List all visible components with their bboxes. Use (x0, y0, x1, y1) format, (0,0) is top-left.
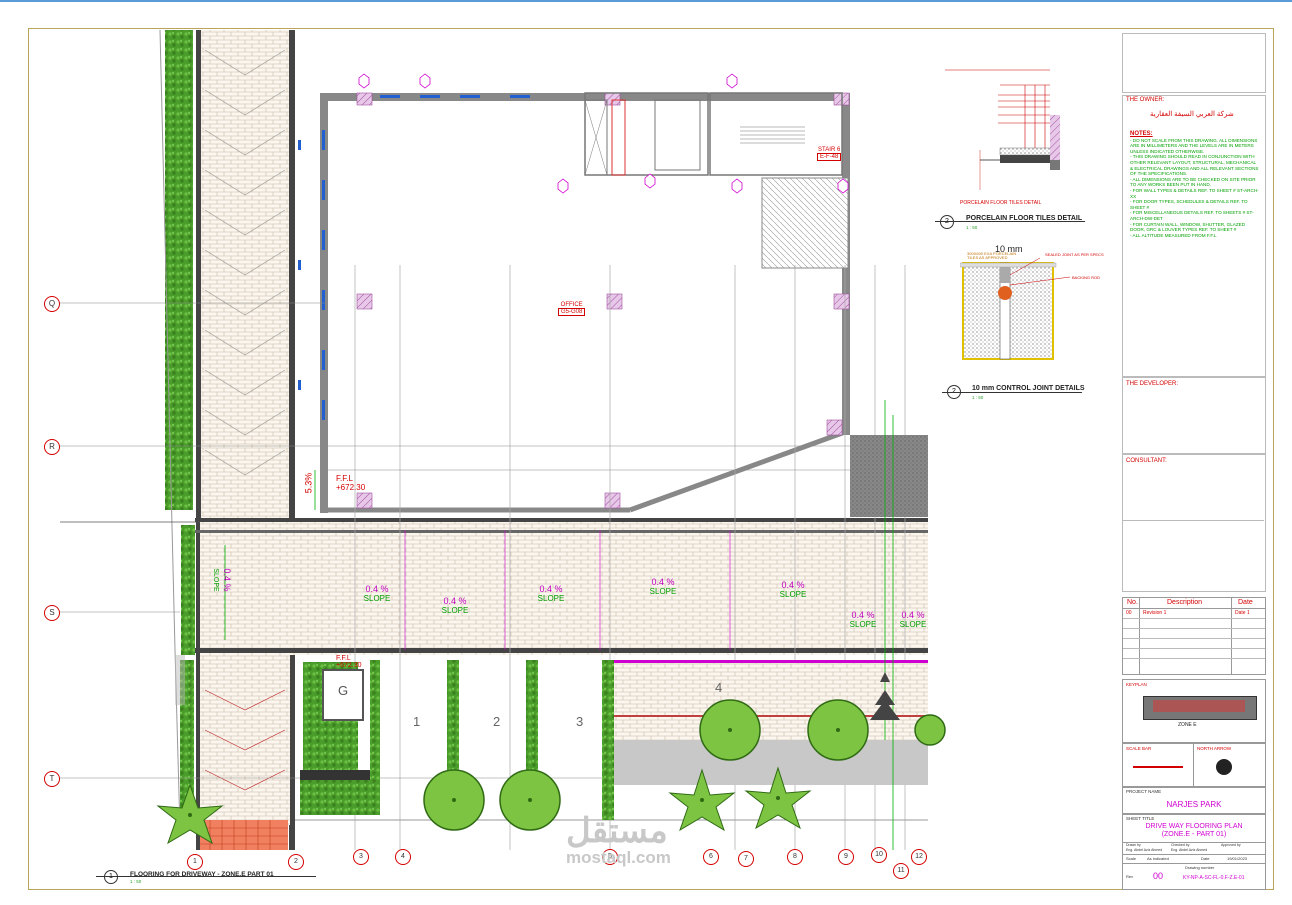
revisions-table: No. Description Date 00 Revision 1 Date … (1122, 597, 1266, 675)
grid-bubble-5: 5 (602, 849, 618, 865)
rev-row-desc: Revision 1 (1143, 610, 1167, 616)
main-view-title: FLOORING FOR DRIVEWAY - ZONE.E PART 01 (130, 871, 274, 878)
detail2-note2: BACKING ROD (1072, 275, 1101, 280)
rev-header-no: No. (1127, 599, 1138, 606)
parking-number-3: 3 (576, 714, 584, 729)
project-name: NARJES PARK (1166, 800, 1222, 809)
drawn-by: Eng. Abdel Aziz Ahmed (1126, 848, 1163, 852)
north-arrow-label: NORTH ARROW (1197, 746, 1232, 751)
rev-row-date: Date 1 (1235, 610, 1250, 616)
note-1: - DO NOT SCALE FROM THIS DRAWING. ALL DI… (1130, 137, 1258, 154)
scale-value: As indicated (1147, 856, 1169, 861)
note-3: - ALL DIMENSIONS ARE TO BE CHECKED ON SI… (1130, 176, 1256, 188)
approved-by-label: Approved by (1221, 843, 1241, 847)
hedge-strip-left (165, 30, 193, 510)
grid-bubble-9: 9 (838, 849, 854, 865)
slope-label-1: 0.4 %SLOPE (363, 584, 391, 603)
project-name-label: PROJECT NAME (1126, 789, 1162, 794)
grid-bubble-6: 6 (703, 849, 719, 865)
rev-header-desc: Description (1167, 599, 1203, 606)
slope-label-5: 0.4 %SLOPE (779, 580, 807, 599)
window-top-border (0, 0, 1292, 2)
detail2-note3: 300X600 EXA PORCELAIN TILES AS APPROVED (967, 251, 1017, 261)
note-5: - FOR DOOR TYPES, SCHEDULES & DETAILS RE… (1130, 199, 1248, 210)
ramp-slope-label: 5.3% (303, 472, 314, 494)
grid-bubble-r: R (44, 439, 60, 455)
driveway-horizontal-pavers (200, 520, 928, 655)
grid-bubble-12: 12 (911, 849, 927, 865)
detail2-note1: SEALED JOINT AS PER SPECS (1045, 252, 1104, 257)
developer-label: THE DEVELOPER: (1126, 381, 1179, 387)
slope-label-2: 0.4 %SLOPE (441, 596, 469, 615)
note-4: - FOR WALL TYPES & DETAILS REF. TO SHEET… (1130, 187, 1259, 199)
grid-bubble-7: 7 (738, 851, 754, 867)
sheet-title-label: SHEET TITLE (1126, 816, 1155, 821)
note-2: - THIS DRAWING SHOULD READ IN CONJUNCTIO… (1130, 154, 1259, 177)
consultant-label: CONSULTANT: (1126, 458, 1167, 464)
grid-bubble-8: 8 (787, 849, 803, 865)
main-view-scale: 1 : 50 (130, 879, 142, 884)
general-notes: NOTES: - DO NOT SCALE FROM THIS DRAWING.… (1130, 131, 1260, 238)
grid-bubble-10: 10 (871, 847, 887, 863)
keyplan-box: KEYPLAN ZONE E (1122, 679, 1266, 743)
ffl-label: F.F.L+672.30 (336, 474, 366, 492)
note-8: - ALL ALTITUDE MEASURED FROM F.F.L (1130, 232, 1217, 238)
watermark: مستقل mostaql.com (566, 812, 671, 867)
detail2-title: 10 mm CONTROL JOINT DETAILS (972, 385, 1085, 392)
title-block-logo-area (1122, 33, 1266, 93)
detail2-scale: 1 : 50 (972, 395, 984, 400)
rev-value: 00 (1153, 871, 1164, 881)
grid-bubble-2: 2 (288, 854, 304, 870)
slope-label-6: 0.4 %SLOPE (849, 610, 877, 629)
drawing-number: KY-NP-A-SC-FL-0.F-Z.E-01 (1183, 875, 1245, 881)
grid-bubble-11: 11 (893, 863, 909, 879)
checked-by: Eng. Abdel Aziz Ahmed (1171, 848, 1208, 852)
grid-bubble-q: Q (44, 296, 60, 312)
g-label: G (338, 683, 349, 698)
parking-number-4: 4 (715, 680, 723, 695)
grid-bubble-4: 4 (395, 849, 411, 865)
date-value: 19/01/2023 (1227, 856, 1248, 861)
parking-number-2: 2 (493, 714, 501, 729)
grid-bubble-1: 1 (187, 854, 203, 870)
grid-bubble-t: T (44, 771, 60, 787)
main-view-number: 1 (104, 870, 118, 884)
detail1-title: PORCELAIN FLOOR TILES DETAIL (966, 215, 1083, 222)
parking-number-1: 1 (413, 714, 421, 729)
grid-bubble-3: 3 (353, 849, 369, 865)
rev-header-date: Date (1238, 599, 1253, 606)
slope-label-3: 0.4 %SLOPE (537, 584, 565, 603)
slope-label-7: 0.4 %SLOPE (899, 610, 927, 629)
ffl-label-2: F.F.L+672.30 (336, 655, 362, 669)
detail1-number: 2 (940, 215, 954, 229)
sheet-title: DRIVE WAY FLOORING PLAN(ZONE.E - PART 01… (1145, 823, 1243, 838)
detail1-caption: PORCELAIN FLOOR TILES DETAIL (960, 200, 1042, 206)
owner-name: شركة العربي السيفة العقارية (1150, 111, 1234, 118)
scale-bar-label: SCALE BAR (1126, 746, 1152, 751)
detail2-dim: 10 mm (995, 244, 1023, 254)
drawing-sheet-border (28, 28, 1274, 890)
note-6: - FOR MISCELLANEOUS DETAILS REF. TO SHEE… (1130, 210, 1254, 221)
slope-label-side: 0.4 % SLOPE (212, 568, 232, 592)
rev-row-no: 00 (1126, 610, 1132, 616)
note-7: - FOR CURTAIN WALL, WINDOW, SHUTTER, GLA… (1130, 221, 1246, 233)
notes-title: NOTES: (1130, 131, 1153, 137)
grid-bubble-s: S (44, 605, 60, 621)
detail1-scale: 1 : 50 (966, 225, 978, 230)
slope-label-4: 0.4 %SLOPE (649, 577, 677, 596)
owner-label: THE OWNER: (1126, 97, 1165, 103)
